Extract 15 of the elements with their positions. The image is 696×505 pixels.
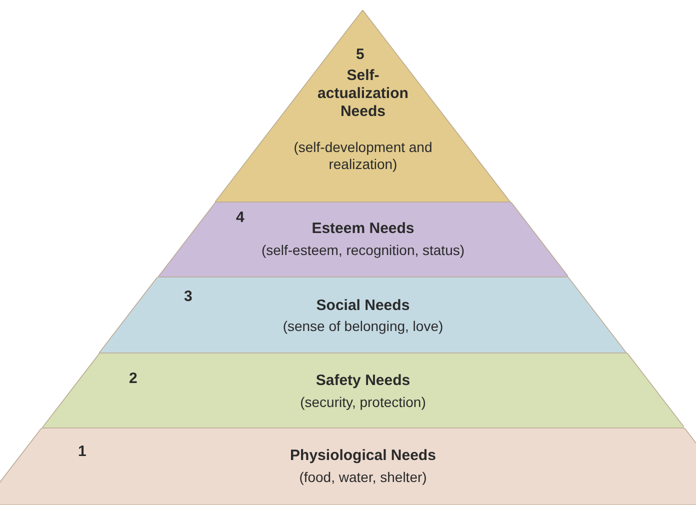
level-number: 4 bbox=[236, 209, 244, 227]
need-heading: Safety Needs bbox=[314, 372, 412, 390]
level-number: 1 bbox=[78, 443, 86, 461]
need-heading: Esteem Needs bbox=[310, 220, 416, 238]
level-number: 3 bbox=[184, 288, 192, 306]
need-heading: Self-actualization Needs bbox=[316, 67, 410, 121]
level-number: 5 bbox=[356, 46, 364, 64]
need-description: (self-esteem, recognition, status) bbox=[260, 242, 466, 259]
need-description: (sense of belonging, love) bbox=[282, 318, 444, 335]
need-description: (self-development and realization) bbox=[292, 139, 434, 173]
level-number: 2 bbox=[128, 370, 138, 388]
need-heading: Physiological Needs bbox=[289, 447, 437, 465]
need-description: (security, protection) bbox=[299, 394, 427, 411]
need-description: (food, water, shelter) bbox=[298, 469, 428, 486]
need-heading: Social Needs bbox=[315, 297, 411, 315]
